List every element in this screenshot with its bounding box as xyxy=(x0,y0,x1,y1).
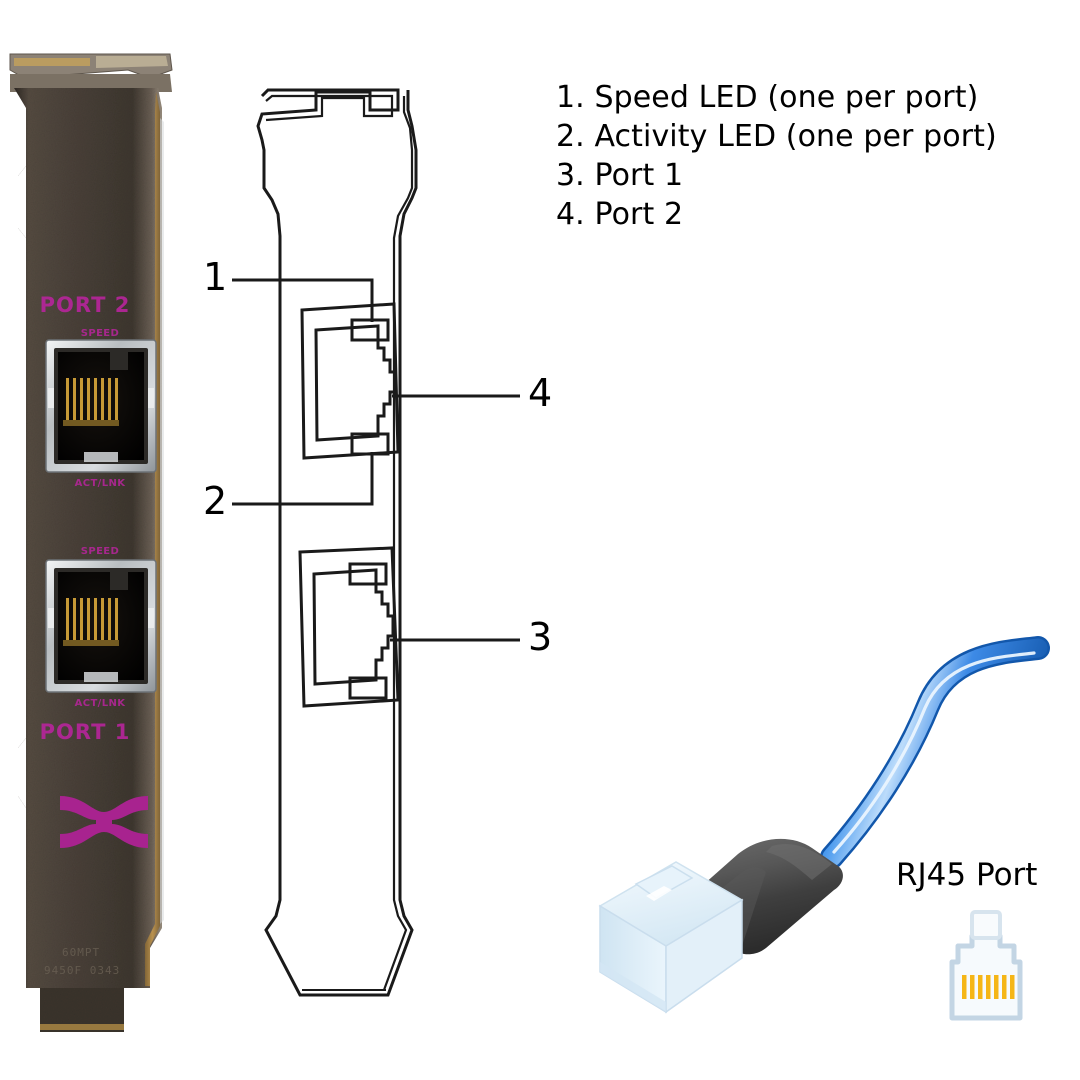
callout-number-3: 3 xyxy=(528,615,553,659)
bracket-hook-inner xyxy=(265,94,394,122)
rj45-jack-pins xyxy=(962,975,1015,999)
bracket-top-flange xyxy=(9,53,173,92)
drawn-port1 xyxy=(298,546,400,708)
photo-port1-label: PORT 1 xyxy=(39,720,131,744)
bracket-thickness-line xyxy=(382,96,414,991)
bracket-body xyxy=(14,88,164,1030)
photo-port1-jack xyxy=(45,559,157,693)
photo-port2-speed-label: SPEED xyxy=(80,328,120,339)
drawn-port1-activity-led xyxy=(348,676,388,700)
photo-port2-jack xyxy=(45,339,157,473)
photo-port1-actlnk-label: ACT/LNK xyxy=(74,698,126,709)
rj45-jack-icon xyxy=(949,910,1023,1021)
drawn-port1-speed-led xyxy=(348,562,388,586)
callout-number-2: 2 xyxy=(203,479,228,523)
rj45-plug xyxy=(598,861,744,1014)
bracket-outline xyxy=(256,88,418,997)
callout-number-1: 1 xyxy=(203,255,228,299)
ethernet-cable xyxy=(820,636,1050,869)
photo-port2-actlnk-label: ACT/LNK xyxy=(74,478,126,489)
drawn-port2-activity-led xyxy=(350,432,390,456)
legend: 1. Speed LED (one per port) 2. Activity … xyxy=(556,78,1076,234)
leader-lines xyxy=(232,278,520,642)
leader-line-2 xyxy=(232,452,374,506)
photo-port1-speed-label: SPEED xyxy=(80,546,120,557)
adapter-photo: PORT 2 SPEED ACT/LNK SPEED ACT/LNK PORT … xyxy=(0,48,200,1038)
legend-item-4: 4. Port 2 xyxy=(556,197,684,232)
port1-contacts xyxy=(66,598,118,640)
drawn-port2-speed-led xyxy=(350,318,390,342)
legend-item-1: 1. Speed LED (one per port) xyxy=(556,80,979,115)
photo-stamp-line2: 9450F 0343 xyxy=(44,964,121,977)
drawn-port2 xyxy=(300,302,400,460)
callout-number-4: 4 xyxy=(528,371,553,415)
adapter-photo-svg xyxy=(9,53,173,1032)
legend-item-3: 3. Port 1 xyxy=(556,158,684,193)
bracket-foot xyxy=(40,988,124,1032)
photo-port2-label: PORT 2 xyxy=(39,293,131,317)
port2-contacts xyxy=(66,378,118,420)
bowtie-logo xyxy=(60,796,148,848)
photo-stamp-line1: 60MPT xyxy=(62,946,101,959)
legend-item-2: 2. Activity LED (one per port) xyxy=(556,119,997,154)
leader-line-1 xyxy=(232,278,374,322)
rj45-port-caption: RJ45 Port xyxy=(896,857,1038,893)
